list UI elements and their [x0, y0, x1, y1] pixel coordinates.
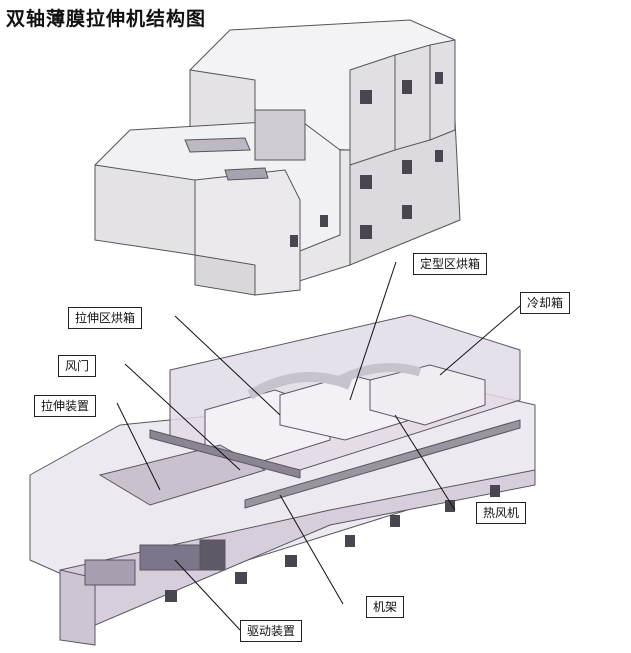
callout-stretch-device: 拉伸装置 — [34, 395, 97, 417]
leader-lines — [116, 261, 528, 631]
callout-stretch-oven: 拉伸区烘箱 — [68, 307, 143, 329]
callout-frame: 机架 — [366, 596, 405, 618]
callout-setting-oven: 定型区烘箱 — [413, 253, 488, 275]
callout-air-door: 风门 — [58, 355, 97, 377]
callout-hot-air-fan: 热风机 — [476, 502, 527, 524]
page-title: 双轴薄膜拉伸机结构图 — [6, 8, 207, 30]
callout-drive-device: 驱动装置 — [240, 620, 303, 642]
callout-cooling-box: 冷却箱 — [520, 292, 571, 314]
